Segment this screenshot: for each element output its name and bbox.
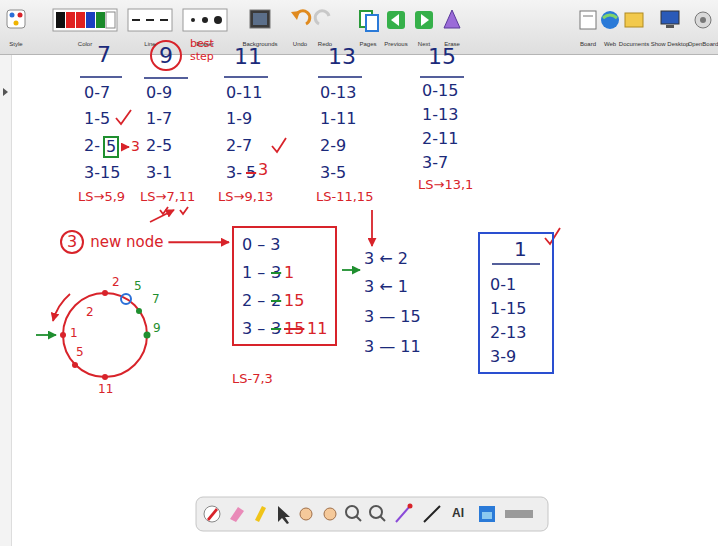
table-entry: 3 — 11	[364, 338, 421, 356]
table-entry: LS→13,1	[418, 178, 473, 193]
toolbar-label: Undo	[293, 41, 307, 48]
toolbar-label: Style	[9, 41, 22, 48]
table-entry: LS→9,13	[218, 190, 273, 205]
ring-figure	[36, 290, 151, 380]
table-entry: 1-7	[146, 110, 172, 128]
node-text: 1	[284, 264, 294, 282]
boxed-number: 5	[103, 136, 119, 158]
table-entry: 3-5	[320, 164, 346, 182]
toolbar-label: OpenBoard	[688, 41, 718, 48]
node-text: 2	[271, 292, 281, 310]
ring-label: 7	[152, 293, 160, 307]
ring-label: 2	[112, 276, 120, 290]
table-entry: 0-7	[84, 84, 110, 102]
node-text: 1-15	[490, 300, 526, 318]
table-entry: 5	[246, 164, 256, 182]
table-entry: 2-11	[422, 130, 458, 148]
column-header: 7	[97, 42, 111, 67]
table-entry: 3-1	[146, 164, 172, 182]
ring-label: 5	[134, 280, 142, 294]
toolbar-label: Previous	[384, 41, 407, 48]
tool-label: AI	[452, 507, 464, 521]
toolbar-label: Color	[78, 41, 92, 48]
node-text: new node	[84, 234, 163, 251]
toolbar-label: Documents	[619, 41, 649, 48]
table-entry: 0-13	[320, 84, 356, 102]
node-text: 0-1	[490, 276, 516, 294]
table-entry: 0-9	[146, 84, 172, 102]
ring-label: 5	[76, 346, 84, 360]
ring-label: 1	[70, 327, 78, 341]
toolbar-label: Web	[604, 41, 616, 48]
table-entry: LS-7,3	[232, 372, 273, 387]
result-box: 1 0-1 1-15 2-13 3-9	[478, 232, 554, 374]
node-text: 11	[307, 320, 327, 338]
table-entry: LS→5,9	[78, 190, 125, 205]
table-box: 0 – 31 –312 –2153 –31511	[232, 226, 337, 346]
table-entry: 2-7	[226, 137, 252, 155]
node-text: 3	[60, 230, 84, 254]
node-text: 3	[271, 320, 281, 338]
table-entry: 0-15	[422, 82, 458, 100]
node-text: 3-9	[490, 348, 516, 366]
table-entry: 3	[258, 161, 268, 179]
connector-arrow	[168, 241, 229, 243]
table-entry: 1-5	[84, 110, 110, 128]
ring-label: 11	[98, 383, 113, 397]
node-text: 0 – 3	[242, 236, 281, 254]
table-entry: 2-5	[146, 137, 172, 155]
node-text: 15	[284, 320, 304, 338]
table-entry: LS-11,15	[316, 190, 373, 205]
table-entry: 3-15	[84, 164, 120, 182]
ring-label: 9	[153, 322, 161, 336]
table-entry: 1-11	[320, 110, 356, 128]
table-entry: 1-13	[422, 106, 458, 124]
table-entry: 2-	[84, 137, 100, 155]
column-header: 15	[428, 44, 456, 69]
node-text: 3	[271, 264, 281, 282]
node-text: 2 –	[242, 292, 265, 310]
column-header: 13	[328, 44, 356, 69]
table-entry: 3-	[226, 164, 242, 182]
table-entry: 3 ← 1	[364, 278, 408, 296]
node-text: 2-13	[490, 324, 526, 342]
ring-label: 2	[86, 306, 94, 320]
node-text: 1 –	[242, 264, 265, 282]
table-entry: 0-11	[226, 84, 262, 102]
table-entry: 2-9	[320, 137, 346, 155]
node-text: 5	[105, 138, 117, 156]
column-header: 11	[234, 44, 262, 69]
table-entry: LS→7,11	[140, 190, 195, 205]
node-text: 15	[284, 292, 304, 310]
table-entry: 3	[131, 138, 140, 154]
table-entry: 3 — 15	[364, 308, 421, 326]
toolbar-label: Line	[144, 41, 155, 48]
toolbar-label: Pages	[359, 41, 376, 48]
node-text: 3 –	[242, 320, 265, 338]
node-text: 1	[514, 238, 527, 261]
toolbar-label: Show Desktop	[651, 41, 690, 48]
table-entry: 3-7	[422, 154, 448, 172]
new-node-circle: 3new node	[58, 228, 165, 256]
table-entry: 3 ← 2	[364, 250, 408, 268]
bottom-toolbar	[196, 497, 548, 531]
column-header: best step	[190, 38, 224, 63]
table-entry: 1-9	[226, 110, 252, 128]
toolbar-label: Board	[580, 41, 596, 48]
